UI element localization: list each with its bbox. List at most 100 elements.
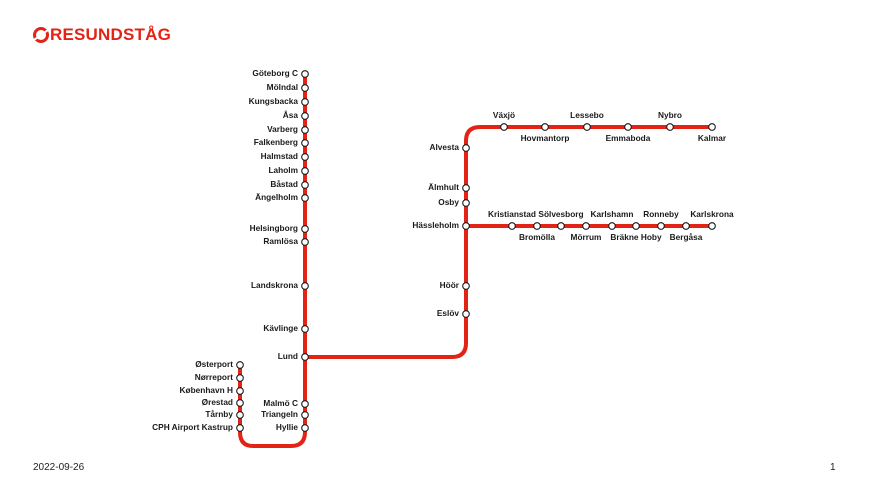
station-label-hoor: Höör: [440, 280, 460, 290]
station-dot-halmstad: [301, 153, 309, 161]
station-dot-osterport: [236, 361, 244, 369]
footer-date: 2022-09-26: [33, 462, 85, 473]
station-dot-lessebo: [583, 123, 591, 131]
station-dot-angelholm: [301, 194, 309, 202]
station-dot-hyllie: [301, 424, 309, 432]
logo-text: RESUNDSTÅG: [50, 25, 172, 44]
station-dot-orestad: [236, 399, 244, 407]
oresundstag-logo: RESUNDSTÅG: [33, 26, 171, 44]
station-label-malmo-c: Malmö C: [263, 398, 298, 408]
station-label-bastad: Båstad: [270, 179, 298, 189]
station-dot-osby: [462, 199, 470, 207]
station-dot-kavlinge: [301, 325, 309, 333]
station-label-tarnby: Tårnby: [205, 409, 233, 419]
station-label-ramlosa: Ramlösa: [263, 236, 298, 246]
station-label-cph-airport-kastrup: CPH Airport Kastrup: [152, 422, 233, 432]
station-dot-bergasa: [682, 222, 690, 230]
station-dot-kobenhavn-h: [236, 387, 244, 395]
station-label-helsingborg: Helsingborg: [250, 223, 298, 233]
station-label-goteborg-c: Göteborg C: [252, 68, 298, 78]
station-dot-landskrona: [301, 282, 309, 290]
logo-o-ring-icon: [33, 27, 49, 43]
station-dot-lund: [301, 353, 309, 361]
station-label-falkenberg: Falkenberg: [254, 137, 298, 147]
station-label-kavlinge: Kävlinge: [263, 323, 298, 333]
station-dot-bastad: [301, 181, 309, 189]
station-label-molndal: Mölndal: [267, 82, 298, 92]
station-dot-triangeln: [301, 411, 309, 419]
station-label-hyllie: Hyllie: [276, 422, 299, 432]
station-dot-kalmar: [708, 123, 716, 131]
station-label-laholm: Laholm: [268, 165, 298, 175]
station-dot-karlskrona: [708, 222, 716, 230]
station-label-almhult: Älmhult: [428, 182, 459, 192]
station-label-kristianstad: Kristianstad: [488, 209, 536, 219]
station-label-brakne-hoby: Bräkne Hoby: [610, 232, 662, 242]
station-dot-kungsbacka: [301, 98, 309, 106]
station-dot-cph-airport-kastrup: [236, 424, 244, 432]
stations: Göteborg C MölndalKungsbackaÅsaVarbergFal…: [152, 68, 734, 432]
station-label-alvesta: Alvesta: [429, 142, 459, 152]
station-label-nybro: Nybro: [658, 110, 682, 120]
station-label-halmstad: Halmstad: [261, 151, 298, 161]
line-west-copenhagen: [238, 72, 307, 448]
station-dot-goteborg-c: [301, 70, 309, 78]
station-dot-kristianstad: [508, 222, 516, 230]
station-label-osby: Osby: [438, 197, 459, 207]
station-dot-asa: [301, 112, 309, 120]
station-label-osterport: Østerport: [195, 359, 233, 369]
station-dot-morrum: [582, 222, 590, 230]
station-label-varberg: Varberg: [267, 124, 298, 134]
station-label-vaxjo: Växjö: [493, 110, 515, 120]
station-label-kobenhavn-h: København H: [180, 385, 233, 395]
station-label-karlskrona: Karlskrona: [690, 209, 734, 219]
station-label-orestad: Ørestad: [202, 397, 233, 407]
station-dot-alvesta: [462, 144, 470, 152]
station-label-bromolla: Bromölla: [519, 232, 555, 242]
station-dot-emmaboda: [624, 123, 632, 131]
station-dot-ronneby: [657, 222, 665, 230]
station-dot-norreport: [236, 374, 244, 382]
station-dot-hassleholm: [462, 222, 470, 230]
station-dot-varberg: [301, 126, 309, 134]
page-number: 1: [830, 462, 836, 473]
station-dot-helsingborg: [301, 225, 309, 233]
station-label-solvesborg: Sölvesborg: [538, 209, 583, 219]
station-label-kungsbacka: Kungsbacka: [249, 96, 299, 106]
station-dot-vaxjo: [500, 123, 508, 131]
station-label-morrum: Mörrum: [571, 232, 602, 242]
station-dot-karlshamn: [608, 222, 616, 230]
station-dot-solvesborg: [557, 222, 565, 230]
station-label-eslov: Eslöv: [437, 308, 460, 318]
station-label-triangeln: Triangeln: [261, 409, 298, 419]
station-label-lessebo: Lessebo: [570, 110, 604, 120]
station-dot-hovmantorp: [541, 123, 549, 131]
station-dot-almhult: [462, 184, 470, 192]
station-label-landskrona: Landskrona: [251, 280, 298, 290]
station-dot-eslov: [462, 310, 470, 318]
station-label-lund: Lund: [278, 351, 298, 361]
station-dot-nybro: [666, 123, 674, 131]
station-label-emmaboda: Emmaboda: [606, 133, 651, 143]
station-dot-malmo-c: [301, 400, 309, 408]
station-label-kalmar: Kalmar: [698, 133, 727, 143]
station-label-angelholm: Ängelholm: [255, 192, 298, 202]
station-dot-laholm: [301, 167, 309, 175]
station-label-asa: Åsa: [283, 110, 299, 120]
station-dot-tarnby: [236, 411, 244, 419]
station-label-bergasa: Bergåsa: [670, 232, 703, 242]
station-label-hassleholm: Hässleholm: [412, 220, 459, 230]
station-dot-ramlosa: [301, 238, 309, 246]
station-dot-hoor: [462, 282, 470, 290]
route-lines: [238, 72, 714, 448]
station-dot-falkenberg: [301, 139, 309, 147]
station-dot-molndal: [301, 84, 309, 92]
station-label-hovmantorp: Hovmantorp: [521, 133, 570, 143]
station-label-norreport: Nørreport: [195, 372, 233, 382]
station-label-ronneby: Ronneby: [643, 209, 679, 219]
line-east-kalmar: [303, 125, 714, 359]
station-label-karlshamn: Karlshamn: [591, 209, 634, 219]
station-dot-bromolla: [533, 222, 541, 230]
station-dot-brakne-hoby: [632, 222, 640, 230]
